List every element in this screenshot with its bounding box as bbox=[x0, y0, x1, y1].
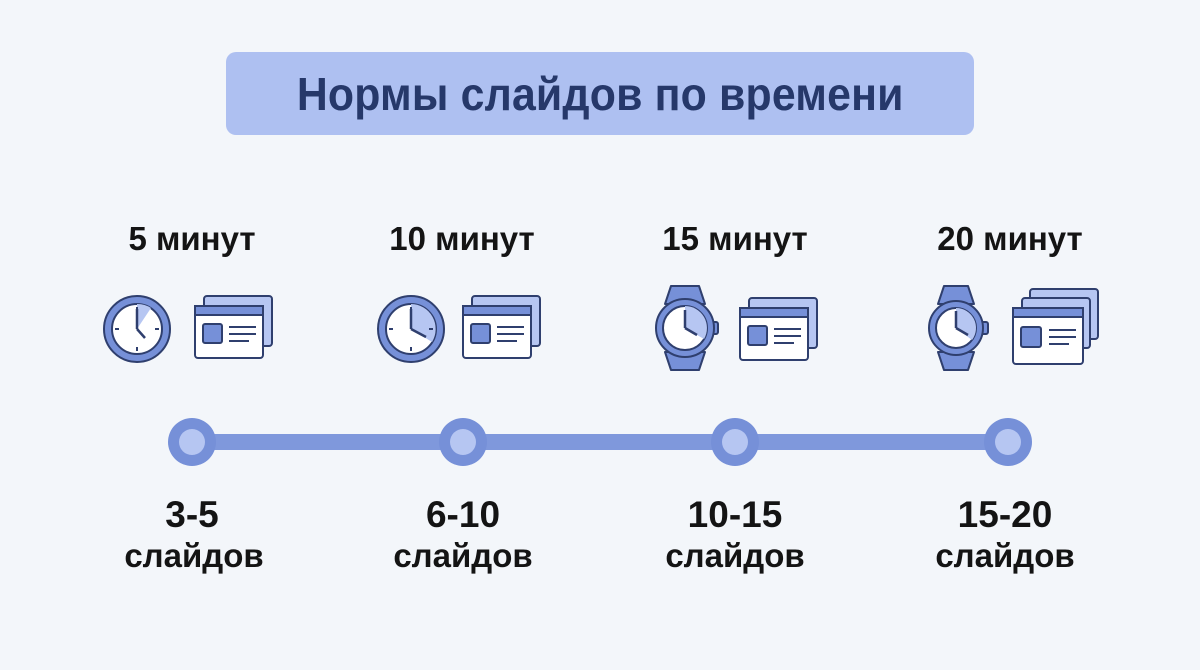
step-icons-15 bbox=[605, 282, 865, 377]
slide-range-5: 3-5 bbox=[165, 494, 219, 535]
slides-stack-icon bbox=[739, 297, 818, 361]
step-icons-5 bbox=[62, 282, 322, 377]
page-title: Нормы слайдов по времени bbox=[296, 67, 904, 120]
time-label-5: 5 минут bbox=[128, 220, 256, 257]
clock-icon bbox=[103, 295, 171, 363]
timeline-dot-5 bbox=[168, 418, 216, 466]
slide-unit-5: слайдов bbox=[124, 537, 264, 574]
slide-unit-20: слайдов bbox=[935, 537, 1075, 574]
step-icons-10 bbox=[332, 282, 592, 377]
timeline-dot-inner bbox=[722, 429, 748, 455]
wristwatch-icon bbox=[655, 285, 719, 371]
slide-range-10: 6-10 bbox=[425, 494, 501, 535]
time-label-10: 10 минут bbox=[389, 220, 535, 257]
timeline-dot-20 bbox=[984, 418, 1032, 466]
slide-unit-15: слайдов bbox=[665, 537, 805, 574]
slide-unit-10: слайдов bbox=[393, 537, 533, 574]
slides-stack-icon bbox=[1012, 288, 1099, 365]
timeline-dot-inner bbox=[995, 429, 1021, 455]
time-label-20: 20 минут bbox=[937, 220, 1083, 257]
timeline-dot-15 bbox=[711, 418, 759, 466]
wristwatch-icon bbox=[928, 285, 989, 371]
clock-icon bbox=[377, 295, 445, 363]
title-banner: Нормы слайдов по времени bbox=[226, 52, 974, 135]
slide-range-20: 15-20 bbox=[957, 494, 1053, 535]
timeline-line bbox=[192, 434, 1008, 450]
slides-stack-icon bbox=[462, 295, 541, 359]
timeline-dot-inner bbox=[179, 429, 205, 455]
timeline-dot-inner bbox=[450, 429, 476, 455]
timeline-dot-10 bbox=[439, 418, 487, 466]
slides-stack-icon bbox=[194, 295, 273, 359]
time-label-15: 15 минут bbox=[662, 220, 808, 257]
slide-range-15: 10-15 bbox=[687, 494, 783, 535]
step-icons-20 bbox=[880, 282, 1140, 377]
